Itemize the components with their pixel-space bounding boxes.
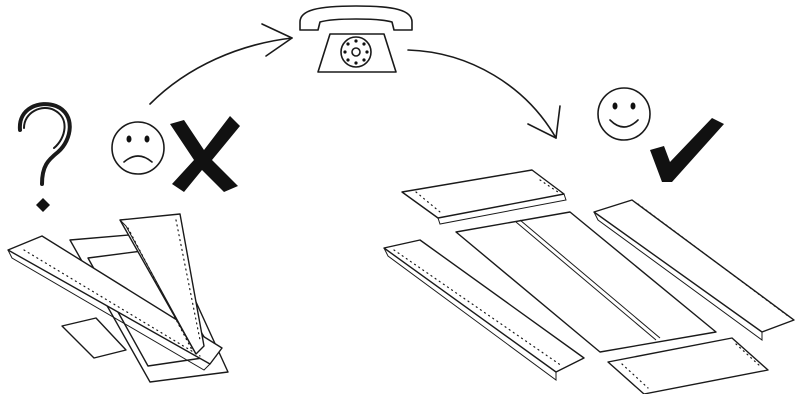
messy-pile-of-panels [7, 213, 229, 383]
sad-face-icon [111, 121, 165, 175]
rotary-telephone-icon [299, 5, 413, 73]
question-mark-icon [17, 102, 72, 212]
happy-face-icon [597, 87, 651, 141]
organized-panels-layout [383, 169, 795, 394]
check-mark-icon [650, 118, 724, 182]
arrow-to-phone [149, 23, 293, 105]
arrow-from-phone [407, 49, 561, 139]
cross-icon [170, 116, 240, 192]
